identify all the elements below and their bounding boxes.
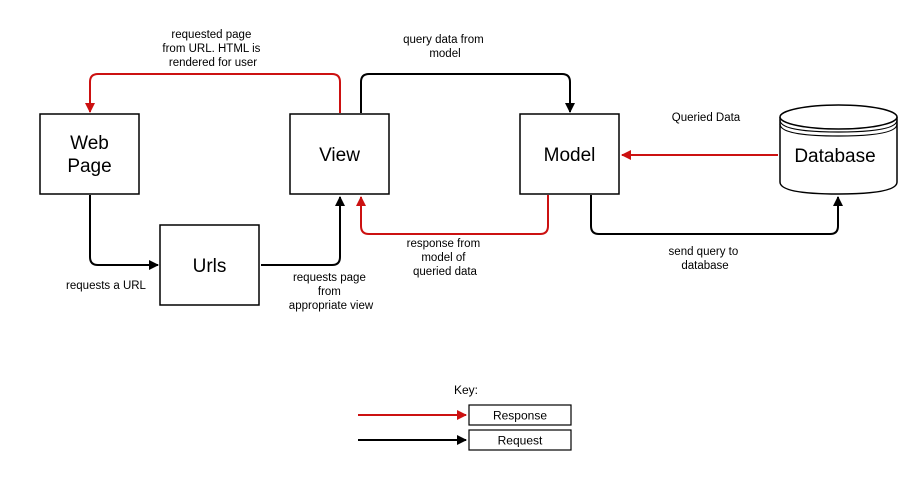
model-node: Model xyxy=(519,113,620,195)
model-to-view-arrow xyxy=(356,195,549,235)
database-node: Database xyxy=(779,104,898,195)
key-title: Key: xyxy=(454,383,478,397)
annotation-view-to-model: query data from model xyxy=(403,34,487,60)
legend-key: Key: Response Request xyxy=(358,383,572,451)
urls-label: Urls xyxy=(193,256,227,277)
urls-to-view-arrow xyxy=(261,196,345,266)
key-response-label: Response xyxy=(493,409,547,423)
view-to-webpage-arrow xyxy=(85,73,341,113)
database-label: Database xyxy=(794,146,875,167)
view-label: View xyxy=(319,145,360,166)
webpage-to-urls-arrow xyxy=(89,195,159,270)
annotation-model-to-database: send query to database xyxy=(669,246,742,272)
annotation-view-to-webpage: requested page from URL. HTML is rendere… xyxy=(162,29,263,69)
view-node: View xyxy=(289,113,390,195)
urls-node: Urls xyxy=(159,224,260,306)
model-label: Model xyxy=(544,145,596,166)
database-cylinder-icon xyxy=(779,117,898,195)
annotation-database-to-model: Queried Data xyxy=(672,112,741,124)
key-request-label: Request xyxy=(498,434,543,448)
annotation-urls-to-view: requests page from appropriate view xyxy=(289,272,374,312)
model-to-database-arrow xyxy=(590,195,843,235)
view-to-model-arrow xyxy=(360,73,575,113)
annotation-model-to-view: response from model of queried data xyxy=(407,238,484,278)
web-page-label-line2: Page xyxy=(67,156,111,177)
annotation-webpage-to-urls: requests a URL xyxy=(66,280,147,292)
web-page-node: Web Page xyxy=(39,113,140,195)
web-page-label-line1: Web xyxy=(70,133,109,154)
